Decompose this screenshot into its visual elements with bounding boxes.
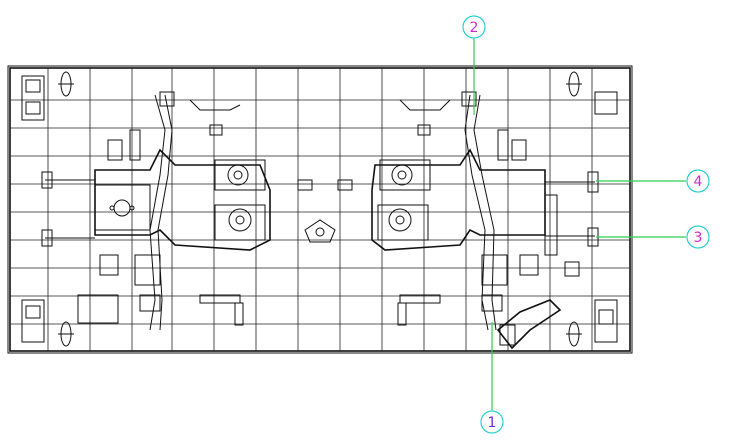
callout-2: 2 — [462, 15, 486, 115]
centre-parts — [297, 179, 353, 243]
corner-blocks — [21, 75, 618, 343]
callout-2-label: 2 — [470, 20, 479, 36]
callout-1: 1 — [480, 322, 504, 434]
callout-4: 4 — [596, 169, 710, 193]
callout-1-label: 1 — [488, 415, 497, 431]
left-fixture-assembly — [41, 91, 271, 331]
right-fixture-assembly — [371, 91, 599, 350]
base-plate — [7, 65, 633, 354]
callout-4-label: 4 — [694, 174, 703, 190]
lifting-pins — [58, 71, 582, 347]
callout-3: 3 — [596, 225, 710, 249]
callout-3-label: 3 — [694, 230, 703, 246]
grid-lines — [10, 68, 630, 351]
